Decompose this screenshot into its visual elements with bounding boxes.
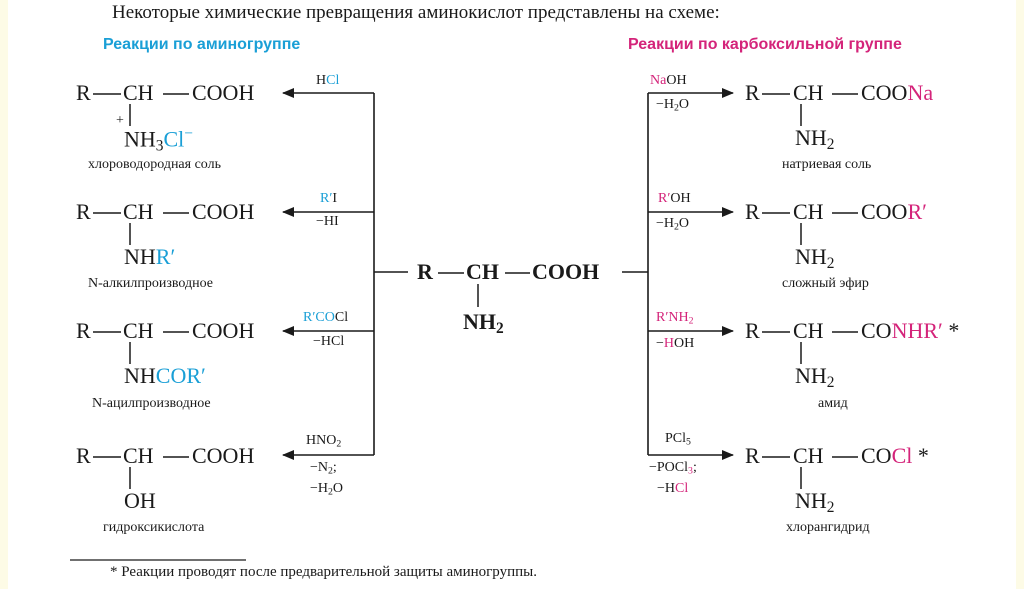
right1-reagent-removed: −H2O [656, 97, 690, 114]
footnote: * Реакции проводят после предварительной… [110, 564, 537, 580]
left1-reagent: HCl [316, 73, 340, 88]
right1-reagent: NaOH [650, 73, 687, 88]
right2-caption: сложный эфир [782, 276, 869, 291]
left4-reagent-removed-n2: −N2; [310, 460, 337, 477]
left1-substituent: NH3Cl− [124, 125, 193, 155]
left4-reagent-removed-h2o: −H2O [310, 481, 344, 498]
left2-reagent: R′I [320, 191, 338, 206]
right4-caption: хлорангидрид [786, 520, 870, 535]
left2-r: R [76, 199, 91, 224]
left3-substituent: NHCOR′ [124, 363, 206, 388]
right4-reagent: PCl5 [665, 431, 691, 448]
right1-group: COONa [861, 80, 934, 105]
left1-caption: хлороводородная соль [88, 157, 221, 172]
right1-ch: CH [793, 80, 824, 105]
left3-r: R [76, 318, 91, 343]
left1-plus: + [116, 113, 124, 128]
left1-r: R [76, 80, 91, 105]
right2-group: COOR′ [861, 199, 927, 224]
center-r: R [417, 259, 433, 284]
left1-cooh: COOH [192, 80, 255, 105]
left4-reagent: HNO2 [306, 433, 342, 450]
right3-r: R [745, 318, 760, 343]
right1-nh2: NH2 [795, 125, 835, 153]
right4-r: R [745, 443, 760, 468]
heading-amino-reactions: Реакции по аминогруппе [103, 36, 301, 53]
right2-ch: CH [793, 199, 824, 224]
page-title: Некоторые химические превращения аминоки… [112, 2, 720, 23]
scheme-panel [8, 0, 1016, 589]
right2-r: R [745, 199, 760, 224]
left3-ch: CH [123, 318, 154, 343]
left2-cooh: COOH [192, 199, 255, 224]
right2-reagent-removed: −H2O [656, 216, 690, 233]
left2-substituent: NHR′ [124, 244, 176, 269]
left4-substituent: OH [124, 488, 156, 513]
right3-reagent-removed: −HOH [656, 336, 695, 351]
left4-cooh: COOH [192, 443, 255, 468]
left4-r: R [76, 443, 91, 468]
left2-reagent-removed: −HI [316, 214, 339, 229]
right1-r: R [745, 80, 760, 105]
right4-reagent-removed-hcl: −HCl [657, 481, 689, 496]
left2-caption: N-алкилпроизводное [88, 276, 214, 291]
center-ch: CH [466, 259, 499, 284]
right3-nh2: NH2 [795, 363, 835, 391]
right4-reagent-removed-pocl3: −POCl3; [649, 460, 697, 477]
right3-group: CONHR′ * [861, 318, 960, 343]
left4-caption: гидроксикислота [103, 520, 205, 535]
left3-reagent-removed: −HCl [313, 334, 345, 349]
right2-reagent: R′OH [658, 191, 691, 206]
center-nh2: NH2 [463, 309, 504, 337]
left4-ch: CH [123, 443, 154, 468]
right3-caption: амид [818, 396, 848, 411]
right3-reagent: R′NH2 [656, 310, 694, 327]
right2-nh2: NH2 [795, 244, 835, 272]
left1-ch: CH [123, 80, 154, 105]
heading-carboxyl-reactions: Реакции по карбоксильной группе [628, 36, 902, 53]
left3-cooh: COOH [192, 318, 255, 343]
right4-ch: CH [793, 443, 824, 468]
left3-caption: N-ацилпроизводное [92, 396, 211, 411]
left2-ch: CH [123, 199, 154, 224]
right1-caption: натриевая соль [782, 157, 872, 172]
right3-ch: CH [793, 318, 824, 343]
center-cooh: COOH [532, 259, 600, 284]
right4-nh2: NH2 [795, 488, 835, 516]
right4-group: COCl * [861, 443, 929, 468]
left3-reagent: R′COCl [303, 310, 349, 325]
